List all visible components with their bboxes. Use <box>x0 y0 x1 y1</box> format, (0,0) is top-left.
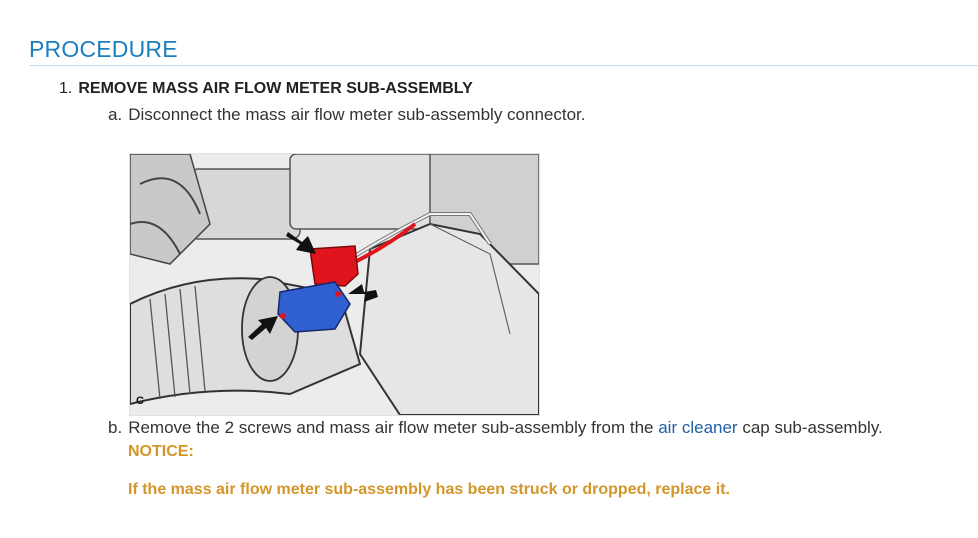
substep-b-letter: b. <box>108 418 123 437</box>
engine-bay-drawing <box>130 154 539 415</box>
figure-label: C <box>136 395 144 407</box>
step-number: 1. <box>59 80 73 97</box>
procedure-illustration: C <box>129 153 540 416</box>
section-title: PROCEDURE <box>29 36 178 62</box>
section-divider <box>29 65 978 66</box>
notice-text: If the mass air flow meter sub-assembly … <box>128 481 730 498</box>
substep-a-text: Disconnect the mass air flow meter sub-a… <box>128 105 586 124</box>
substep-a-letter: a. <box>108 105 123 124</box>
air-cleaner-link[interactable]: air cleaner <box>658 418 738 437</box>
step-heading: 1. REMOVE MASS AIR FLOW METER SUB-ASSEMBL… <box>59 80 473 98</box>
substep-a: a. Disconnect the mass air flow meter sub… <box>108 105 586 125</box>
step-title: REMOVE MASS AIR FLOW METER SUB-ASSEMBLY <box>78 80 473 97</box>
notice-label: NOTICE: <box>128 443 194 460</box>
substep-b: b. Remove the 2 screws and mass air flow … <box>108 418 883 438</box>
substep-b-text-before: Remove the 2 screws and mass air flow me… <box>128 418 659 437</box>
substep-b-text-after: cap sub-assembly. <box>737 418 883 437</box>
